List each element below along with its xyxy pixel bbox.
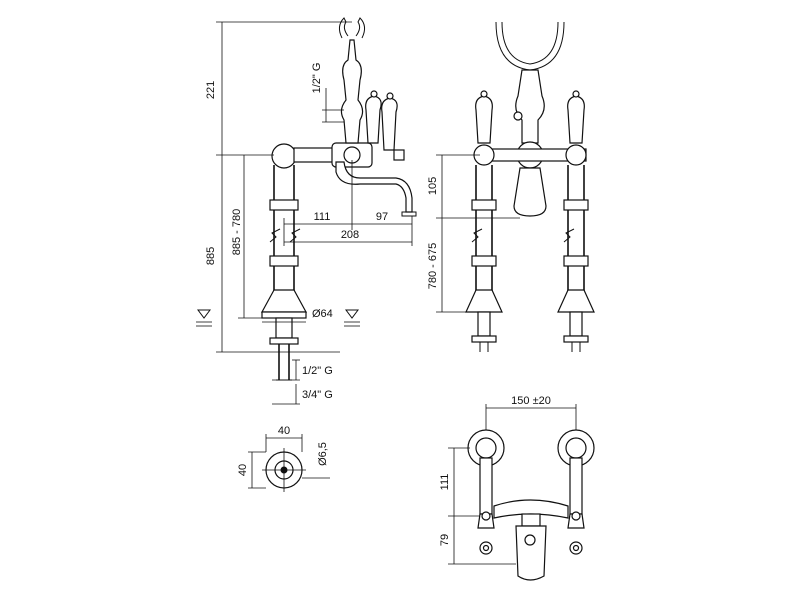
hole-detail-view: 40 40 Ø6,5 (237, 425, 330, 492)
dim-885-780-label: 885 - 780 (231, 209, 243, 255)
front-view: 105 780 - 675 (427, 21, 595, 352)
level-marker-left-icon (196, 309, 212, 327)
level-marker-right-icon (344, 309, 360, 327)
dim-6-5-label: Ø6,5 (317, 442, 329, 466)
dim-97-label: 97 (376, 211, 388, 223)
dim-64-label: Ø64 (312, 308, 333, 320)
dim-40-top-label: 40 (278, 425, 290, 437)
dim-40-side-label: 40 (237, 464, 249, 476)
dim-150-label: 150 ±20 (511, 395, 551, 407)
dim-half-g-bottom-label: 1/2" G (302, 365, 333, 377)
dim-208-label: 208 (341, 229, 359, 241)
dim-885-label: 885 (205, 247, 217, 265)
dim-79-label: 79 (439, 534, 451, 546)
dim-221-label: 221 (205, 81, 217, 99)
dim-105-label: 105 (427, 177, 439, 195)
dim-3q-g-label: 3/4" G (302, 389, 333, 401)
dim-111-label: 111 (314, 211, 331, 223)
dim-111-plan-label: 111 (439, 474, 451, 491)
dim-780-675-label: 780 - 675 (427, 243, 439, 289)
dim-half-g-top-label: 1/2" G (311, 63, 323, 94)
side-view: 221 885 885 - 780 1/2" G 111 97 208 Ø64 (196, 17, 417, 405)
plan-view: 150 ±20 111 79 (439, 395, 595, 581)
